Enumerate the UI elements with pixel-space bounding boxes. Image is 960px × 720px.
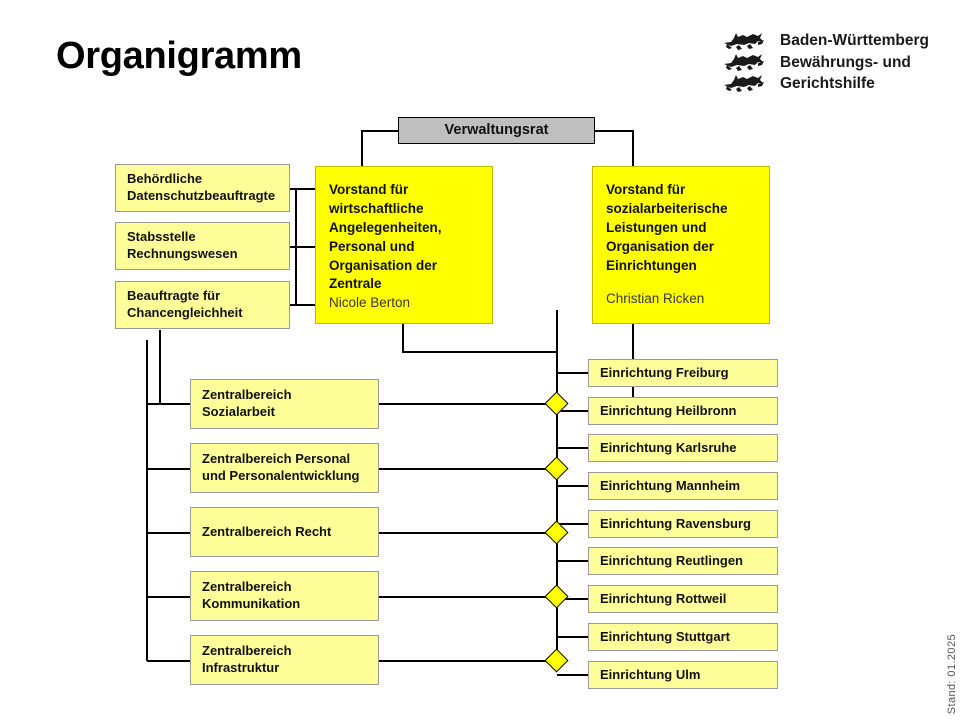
node-zb-kommunikation-label: Zentralbereich Kommunikation	[202, 579, 301, 611]
node-ei-ravensburg-label: Einrichtung Ravensburg	[600, 515, 751, 531]
node-ei-heilbronn[interactable]: Einrichtung Heilbronn	[588, 397, 778, 425]
node-verwaltungsrat[interactable]: Verwaltungsrat	[398, 117, 595, 144]
page-title: Organigramm	[56, 35, 302, 77]
node-zb-sozialarbeit-label: Zentralbereich Sozialarbeit	[202, 387, 292, 419]
node-board-wirtschaft-person: Nicole Berton	[329, 295, 411, 311]
junction-diamond-4	[544, 584, 569, 609]
node-ei-ulm-label: Einrichtung Ulm	[600, 666, 701, 682]
node-staff-rechnungswesen[interactable]: Stabsstelle Rechnungswesen	[115, 222, 290, 270]
baden-wuerttemberg-three-lions-icon	[724, 33, 764, 92]
junction-diamond-1	[544, 391, 569, 416]
node-staff-datenschutz-label: Behördliche Datenschutzbeauftragte	[127, 171, 276, 203]
node-ei-rottweil-label: Einrichtung Rottweil	[600, 590, 727, 606]
node-ei-reutlingen-label: Einrichtung Reutlingen	[600, 552, 743, 568]
node-staff-rechnungswesen-label: Stabsstelle Rechnungswesen	[127, 229, 238, 261]
node-board-wirtschaft[interactable]: Vorstand für wirtschaftliche Angelegenhe…	[315, 166, 493, 324]
junction-diamond-2	[544, 456, 569, 481]
node-ei-karlsruhe[interactable]: Einrichtung Karlsruhe	[588, 434, 778, 462]
node-board-sozial-title: Vorstand für sozialarbeiterische Leistun…	[606, 182, 728, 273]
node-zb-personal-label: Zentralbereich Personal und Personalentw…	[202, 451, 360, 483]
node-board-sozial-person: Christian Ricken	[606, 291, 705, 307]
node-ei-stuttgart[interactable]: Einrichtung Stuttgart	[588, 623, 778, 651]
node-ei-mannheim-label: Einrichtung Mannheim	[600, 477, 741, 493]
node-zb-kommunikation[interactable]: Zentralbereich Kommunikation	[190, 571, 379, 621]
node-zb-personal[interactable]: Zentralbereich Personal und Personalentw…	[190, 443, 379, 493]
junction-diamond-3	[544, 520, 569, 545]
node-staff-chancengleichheit-label: Beauftragte für Chancengleichheit	[127, 288, 243, 320]
node-zb-infrastruktur[interactable]: Zentralbereich Infrastruktur	[190, 635, 379, 685]
node-ei-ulm[interactable]: Einrichtung Ulm	[588, 661, 778, 689]
node-ei-heilbronn-label: Einrichtung Heilbronn	[600, 402, 737, 418]
logo-line-1: Baden-Württemberg	[780, 32, 929, 49]
node-ei-stuttgart-label: Einrichtung Stuttgart	[600, 628, 730, 644]
logo-line-2: Bewährungs- und	[780, 53, 911, 71]
node-zb-infrastruktur-label: Zentralbereich Infrastruktur	[202, 643, 292, 675]
node-ei-mannheim[interactable]: Einrichtung Mannheim	[588, 472, 778, 500]
node-board-wirtschaft-title: Vorstand für wirtschaftliche Angelegenhe…	[329, 182, 442, 292]
node-ei-freiburg-label: Einrichtung Freiburg	[600, 364, 729, 380]
node-ei-ravensburg[interactable]: Einrichtung Ravensburg	[588, 510, 778, 538]
organization-logo: Baden-Württemberg Bewährungs- und Gerich…	[722, 30, 929, 95]
node-zb-sozialarbeit[interactable]: Zentralbereich Sozialarbeit	[190, 379, 379, 429]
node-ei-karlsruhe-label: Einrichtung Karlsruhe	[600, 439, 737, 455]
node-staff-chancengleichheit[interactable]: Beauftragte für Chancengleichheit	[115, 281, 290, 329]
node-ei-freiburg[interactable]: Einrichtung Freiburg	[588, 359, 778, 387]
junction-diamond-5	[544, 648, 569, 673]
node-verwaltungsrat-label: Verwaltungsrat	[444, 122, 549, 139]
node-zb-recht-label: Zentralbereich Recht	[202, 523, 332, 539]
logo-line-3: Gerichtshilfe	[780, 75, 875, 93]
node-board-sozial[interactable]: Vorstand für sozialarbeiterische Leistun…	[592, 166, 770, 324]
node-ei-rottweil[interactable]: Einrichtung Rottweil	[588, 585, 778, 613]
node-staff-datenschutz[interactable]: Behördliche Datenschutzbeauftragte	[115, 164, 290, 212]
stand-date: Stand: 01.2025	[946, 633, 958, 714]
node-ei-reutlingen[interactable]: Einrichtung Reutlingen	[588, 547, 778, 575]
node-zb-recht[interactable]: Zentralbereich Recht	[190, 507, 379, 557]
logo-text: Baden-Württemberg Bewährungs- und Gerich…	[780, 30, 929, 95]
